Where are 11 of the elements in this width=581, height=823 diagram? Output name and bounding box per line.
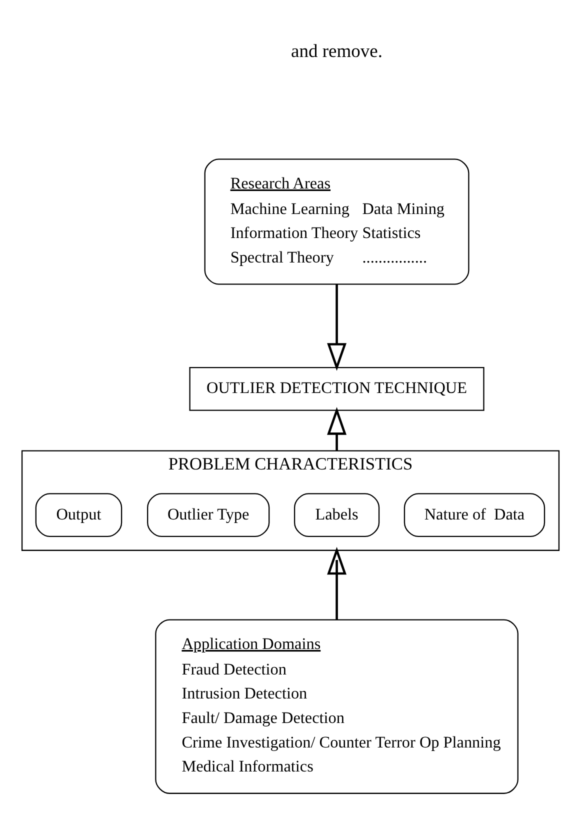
node-box: Research Areas Machine Learning Data Mining Information Theory Statistics Spectral Theory ................ (204, 158, 470, 285)
node-box: Nature of Data (404, 493, 546, 538)
arrow (327, 546, 347, 620)
node-box: Outlier Type (147, 493, 270, 538)
node-box: Labels (294, 493, 380, 538)
arrow (327, 284, 347, 371)
node-box: OUTLIER DETECTION TECHNIQUE (189, 366, 484, 411)
arrow (327, 407, 347, 451)
node-box: Output (35, 493, 122, 538)
label: and remove. (291, 42, 383, 62)
node-box: Application Domains Fraud Detection Intrusion Detection Fault/ Damage Detection Crime Investigation/ Counter Terror Op Planning Medical Informatics (155, 619, 518, 794)
